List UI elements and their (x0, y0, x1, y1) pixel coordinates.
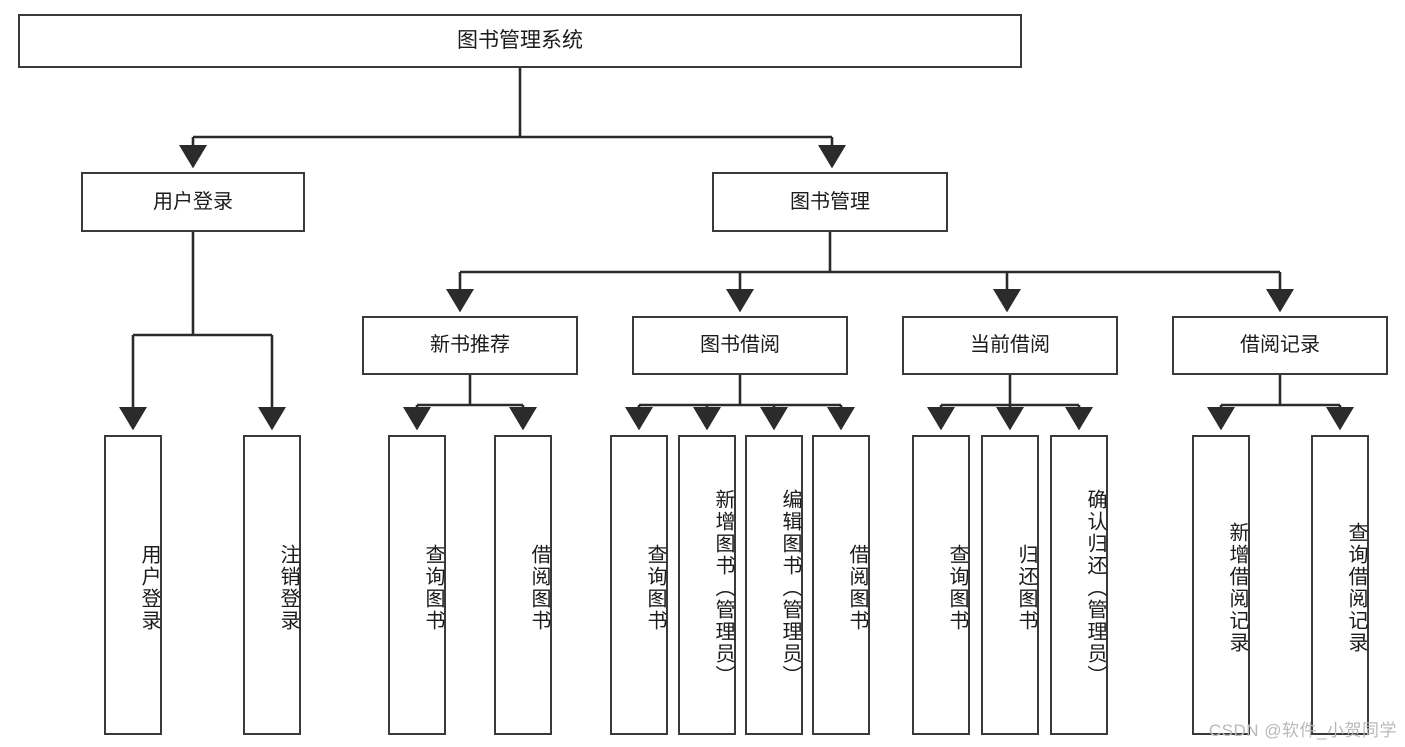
leaf-label: 查询借阅记录 (1345, 522, 1367, 654)
leaf-label: 查询图书 (644, 544, 666, 632)
leaf-book-borrow-borrow[interactable]: 借阅图书 (812, 435, 870, 735)
leaf-label: 借阅图书 (528, 544, 550, 632)
leaf-book-borrow-edit[interactable]: 编辑图书（管理员） (745, 435, 803, 735)
node-new-book-recommend-label: 新书推荐 (430, 334, 510, 356)
node-borrow-record-label: 借阅记录 (1240, 334, 1320, 356)
leaf-label: 新增借阅记录 (1226, 522, 1248, 654)
node-book-borrow-label: 图书借阅 (700, 334, 780, 356)
watermark-text: CSDN @软件_小贺同学 (1208, 721, 1397, 740)
node-user-login-label: 用户登录 (153, 190, 233, 213)
leaf-user-login-signin[interactable]: 用户登录 (104, 435, 162, 735)
leaf-new-book-borrow[interactable]: 借阅图书 (494, 435, 552, 735)
leaf-current-borrow-confirm-return[interactable]: 确认归还（管理员） (1050, 435, 1108, 735)
leaf-user-login-signout[interactable]: 注销登录 (243, 435, 301, 735)
node-book-manage[interactable]: 图书管理 (712, 172, 948, 232)
leaf-current-borrow-query[interactable]: 查询图书 (912, 435, 970, 735)
node-user-login[interactable]: 用户登录 (81, 172, 305, 232)
node-current-borrow-label: 当前借阅 (970, 334, 1050, 356)
node-new-book-recommend[interactable]: 新书推荐 (362, 316, 578, 375)
leaf-label: 注销登录 (277, 544, 299, 632)
leaf-borrow-record-query[interactable]: 查询借阅记录 (1311, 435, 1369, 735)
leaf-label: 查询图书 (946, 544, 968, 632)
leaf-label: 确认归还（管理员） (1084, 489, 1106, 687)
node-book-borrow[interactable]: 图书借阅 (632, 316, 848, 375)
leaf-label: 查询图书 (422, 544, 444, 632)
leaf-borrow-record-add[interactable]: 新增借阅记录 (1192, 435, 1250, 735)
node-book-manage-label: 图书管理 (790, 190, 870, 213)
leaf-label: 用户登录 (138, 544, 160, 632)
leaf-book-borrow-add[interactable]: 新增图书（管理员） (678, 435, 736, 735)
node-borrow-record[interactable]: 借阅记录 (1172, 316, 1388, 375)
leaf-label: 归还图书 (1015, 544, 1037, 632)
leaf-label: 借阅图书 (846, 544, 868, 632)
node-current-borrow[interactable]: 当前借阅 (902, 316, 1118, 375)
leaf-new-book-query[interactable]: 查询图书 (388, 435, 446, 735)
node-root-label: 图书管理系统 (457, 28, 583, 52)
leaf-book-borrow-query[interactable]: 查询图书 (610, 435, 668, 735)
leaf-current-borrow-return[interactable]: 归还图书 (981, 435, 1039, 735)
leaf-label: 新增图书（管理员） (712, 489, 734, 687)
leaf-label: 编辑图书（管理员） (779, 489, 801, 687)
node-root[interactable]: 图书管理系统 (18, 14, 1022, 68)
